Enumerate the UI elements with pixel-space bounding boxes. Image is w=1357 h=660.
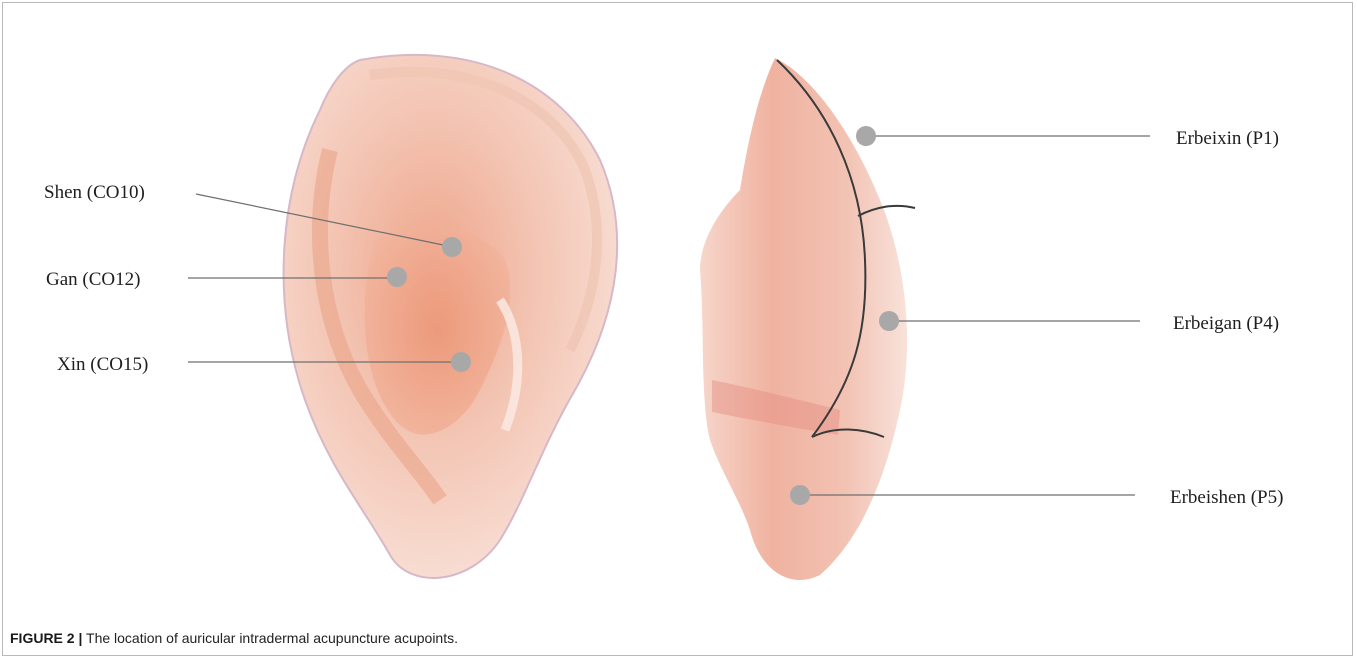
left-ear-illustration [284,55,618,578]
acupoint-xin [451,352,471,372]
label-xin: Xin (CO15) [57,354,148,375]
acupoint-erbeishen [790,485,810,505]
ear-acupoint-diagram: Shen (CO10) Gan (CO12) Xin (CO15) Erbeix… [0,0,1357,600]
acupoint-shen [442,237,462,257]
label-erbeixin: Erbeixin (P1) [1176,128,1279,149]
caption-text: The location of auricular intradermal ac… [82,630,458,646]
label-gan: Gan (CO12) [46,269,140,290]
caption-label: FIGURE 2 | [10,630,82,646]
acupoint-gan [387,267,407,287]
figure-caption: FIGURE 2 | The location of auricular int… [10,630,1340,646]
label-erbeishen: Erbeishen (P5) [1170,487,1283,508]
label-shen: Shen (CO10) [44,182,145,203]
label-erbeigan: Erbeigan (P4) [1173,313,1279,334]
acupoint-erbeigan [879,311,899,331]
acupoint-erbeixin [856,126,876,146]
